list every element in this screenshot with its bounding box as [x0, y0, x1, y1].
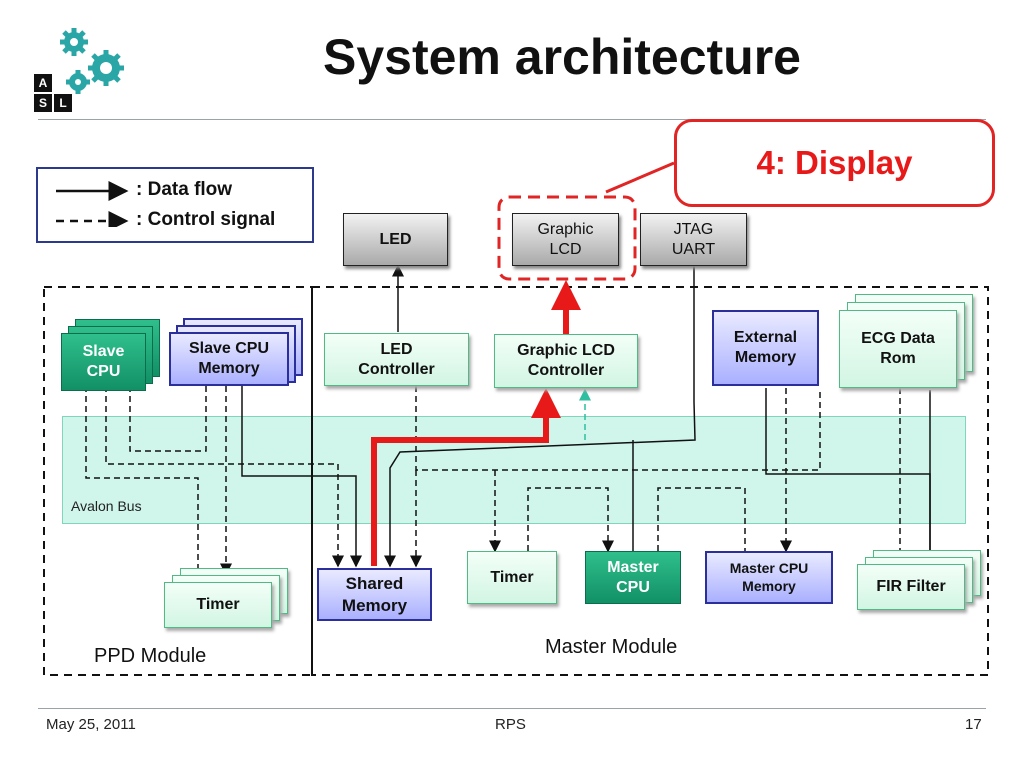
logo-letter-l: L	[54, 94, 72, 112]
page-number: 17	[965, 716, 982, 733]
fir-filter: FIR Filter	[857, 564, 965, 610]
legend: : Data flow : Control signal	[36, 167, 314, 243]
master-module-outline	[311, 286, 989, 676]
avalon-bus-label: Avalon Bus	[71, 498, 142, 514]
timer-master: Timer	[467, 551, 557, 604]
ledctrl-control	[415, 386, 821, 471]
page-title: System architecture	[322, 29, 801, 85]
title-divider	[38, 119, 986, 120]
footer-date: May 25, 2011	[46, 716, 136, 733]
slave-cpu-control-1	[85, 386, 199, 574]
legend-control-signal: Control signal	[147, 209, 276, 230]
mastercpu-control-1	[527, 487, 614, 553]
display-data-path	[371, 388, 561, 566]
logo-letter-s: S	[34, 94, 52, 112]
display-callout: 4: Display	[674, 119, 995, 207]
graphic-lcd-highlight	[497, 195, 637, 281]
callout-pointer	[605, 161, 675, 194]
logo-letter-a: A	[34, 74, 52, 92]
footer-center: RPS	[495, 716, 526, 733]
legend-arrows	[56, 181, 129, 227]
mastercpu-control-2	[657, 487, 746, 551]
footer-divider	[38, 708, 986, 709]
master-module-label: Master Module	[545, 636, 678, 658]
slave-cpu-control-2	[129, 386, 207, 452]
asl-logo: A S L	[30, 24, 125, 114]
gear-icon	[60, 28, 124, 94]
led-peripheral: LED	[343, 213, 448, 266]
slavemem-to-shared	[241, 386, 362, 568]
extmem-to-fir	[765, 388, 936, 564]
timer-ppd: Timer	[164, 582, 272, 628]
legend-control-signal-prefix: :	[136, 209, 143, 230]
legend-data-flow: Data flow	[147, 179, 233, 200]
ppd-module-label: PPD Module	[94, 645, 207, 667]
legend-data-flow-prefix: :	[136, 179, 143, 200]
slave-cpu-control-3	[105, 386, 344, 568]
jtag-line	[384, 266, 696, 568]
